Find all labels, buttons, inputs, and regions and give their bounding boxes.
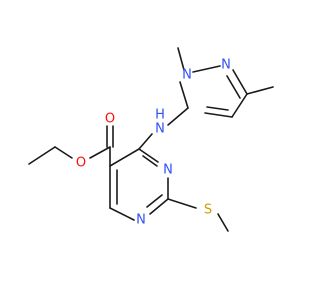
- atom-O-carbonyl-label: O: [105, 112, 115, 127]
- atom-N-pyr-top-label: N: [163, 163, 173, 178]
- bond-C2-Nbot-double: [146, 194, 163, 208]
- bond-C3-methyl: [246, 86, 274, 95]
- atom-labels: N N N H O O N N S: [76, 58, 231, 228]
- bond-CH2-CH3: [28, 146, 56, 165]
- bond-C4-C5-double: [206, 106, 229, 111]
- bond-carbonylC-Oester: [89, 146, 111, 159]
- molecule-diagram: N N N H O O N N S: [28, 47, 274, 232]
- bonds: [28, 47, 274, 232]
- bond-C4-C5pyr: [109, 148, 140, 167]
- bond-N1-N2: [192, 65, 221, 73]
- atom-S-label: S: [204, 203, 212, 218]
- bond-C2-S: [167, 198, 197, 209]
- atom-N-pyr-bottom-label: N: [136, 213, 146, 228]
- bond-C5-NH: [167, 107, 189, 126]
- bond-N1-C5: [179, 81, 189, 109]
- bond-S-methyl: [217, 213, 229, 232]
- bond-C4-Npyr: [138, 148, 159, 163]
- bond-C2-Nbot: [149, 198, 169, 215]
- atom-O-ester-label: O: [76, 156, 86, 171]
- bond-methyl-N1: [177, 47, 185, 71]
- bond-C4-Npyr-double: [142, 155, 158, 167]
- bond-NH-C4pyr: [138, 133, 153, 150]
- atom-N2-label: N: [221, 58, 231, 73]
- molecule-structure: N N N H O O N N S: [28, 47, 274, 232]
- bond-N2-C3: [232, 69, 248, 95]
- atom-NH-N-label: N: [155, 122, 165, 137]
- bond-C4-C5: [204, 112, 233, 118]
- bond-Nbot-C6: [109, 207, 135, 221]
- bond-C3-C4: [231, 93, 248, 118]
- atom-NH-H-label: H: [155, 108, 165, 123]
- bond-Oester-CH2: [54, 146, 73, 159]
- bond-N2-C3-double: [226, 75, 241, 99]
- atom-N1-label: N: [182, 68, 192, 83]
